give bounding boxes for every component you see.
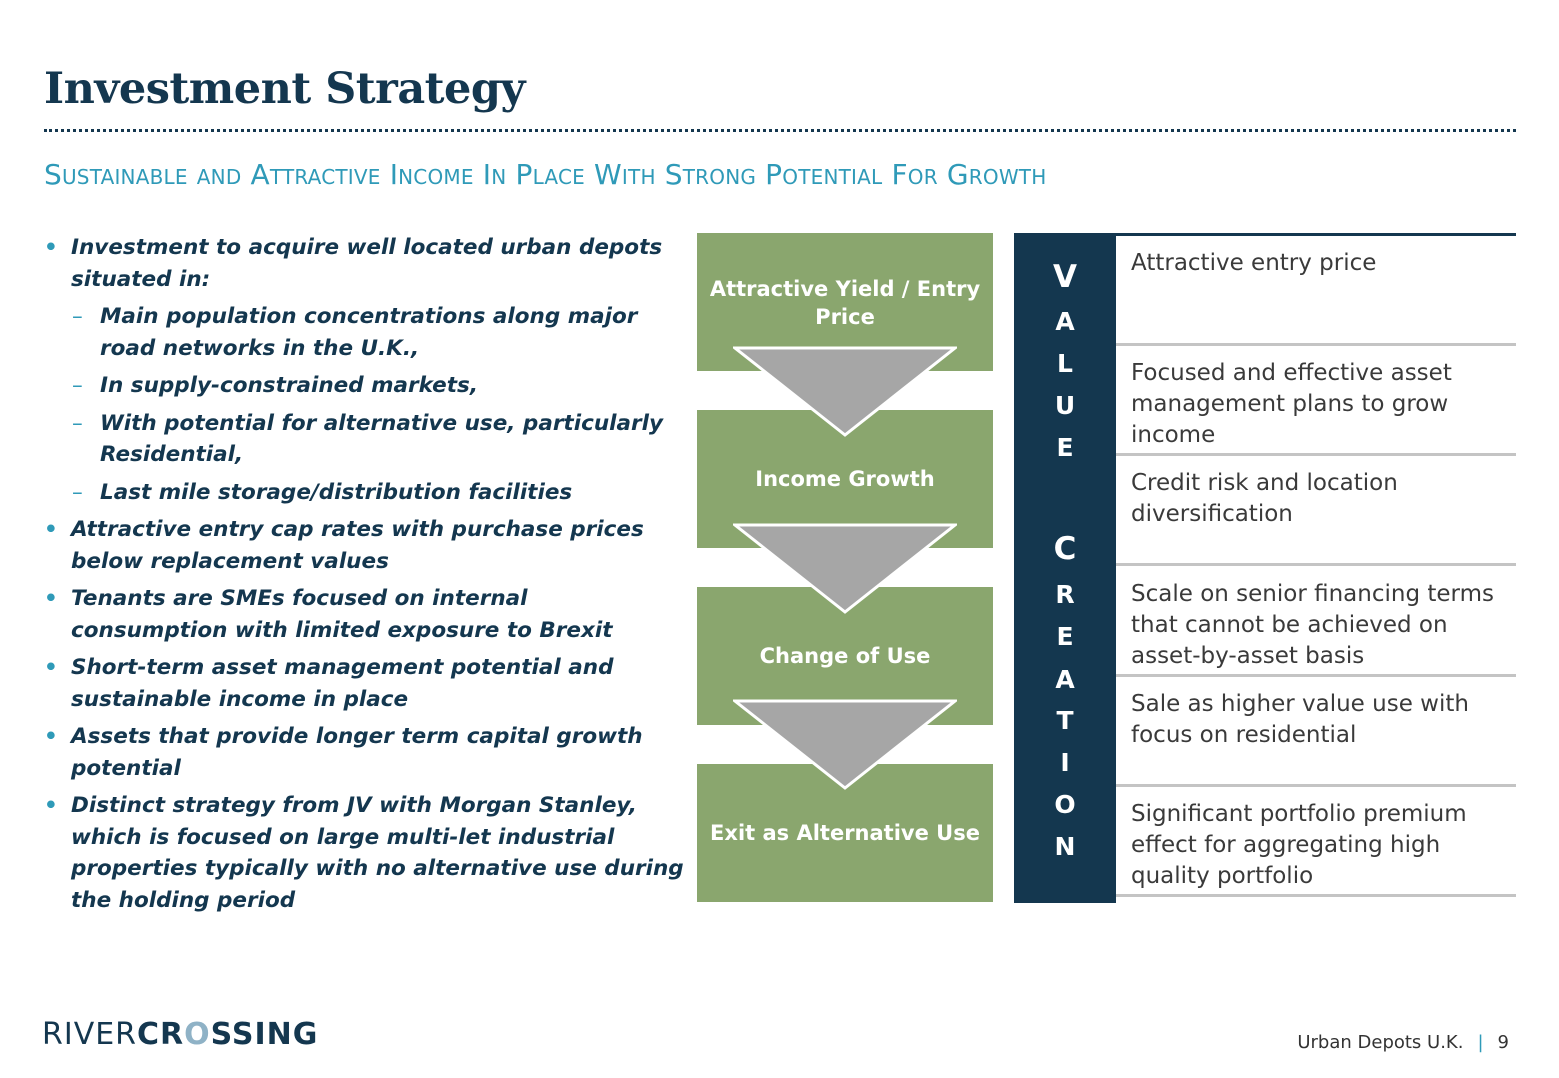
title-divider: [44, 129, 1516, 132]
vertical-letter: A: [1055, 665, 1075, 694]
bullet-item: •Assets that provide longer term capital…: [44, 721, 689, 784]
page-subtitle: Sustainable and Attractive Income In Pla…: [44, 158, 1047, 191]
vertical-letter: I: [1060, 748, 1070, 777]
bullet-item: •Attractive entry cap rates with purchas…: [44, 514, 689, 577]
vertical-letter: E: [1056, 622, 1074, 651]
vertical-letter: O: [1054, 790, 1076, 819]
vertical-letter: L: [1057, 349, 1073, 378]
bullet-item: •Investment to acquire well located urba…: [44, 232, 689, 295]
sub-bullet-item: –Main population concentrations along ma…: [44, 301, 689, 364]
vertical-letter: T: [1056, 706, 1074, 735]
document-name: Urban Depots U.K.: [1297, 1032, 1464, 1053]
value-creation-banner: V A L U E C R E A T I O N: [1014, 233, 1116, 903]
sub-bullet-item: –Last mile storage/distribution faciliti…: [44, 477, 689, 509]
sub-bullet-item: –With potential for alternative use, par…: [44, 408, 689, 471]
bullet-marker: •: [44, 724, 58, 749]
flow-step-exit: Exit as Alternative Use: [697, 764, 993, 902]
vertical-letter: E: [1056, 433, 1074, 462]
bullet-item: •Tenants are SMEs focused on internal co…: [44, 583, 689, 646]
value-item: Attractive entry price: [1116, 236, 1516, 346]
vertical-letter: R: [1055, 580, 1075, 609]
value-item: Credit risk and location diversification: [1116, 456, 1516, 566]
vertical-letter: N: [1054, 832, 1076, 861]
vertical-letter: A: [1055, 307, 1075, 336]
value-item: Scale on senior financing terms that can…: [1116, 567, 1516, 677]
vertical-letter: C: [1053, 531, 1077, 567]
strategy-flow-diagram: Attractive Yield / Entry Price Income Gr…: [697, 233, 993, 903]
sub-bullet-item: –In supply-constrained markets,: [44, 370, 689, 402]
bullet-item: •Short-term asset management potential a…: [44, 652, 689, 715]
value-table-top-rule: [1116, 233, 1516, 236]
value-item: Significant portfolio premium effect for…: [1116, 787, 1516, 897]
page-number: 9: [1497, 1032, 1509, 1053]
dash-marker: –: [72, 304, 83, 329]
footer-separator: |: [1477, 1032, 1484, 1053]
dash-marker: –: [72, 410, 83, 436]
bullet-marker: •: [44, 655, 58, 680]
dash-marker: –: [72, 373, 83, 398]
down-arrow-icon: [733, 346, 957, 437]
vertical-letter: V: [1053, 259, 1077, 295]
page-title: Investment Strategy: [44, 64, 525, 114]
bullet-marker: •: [44, 793, 58, 818]
bullet-marker: •: [44, 235, 58, 260]
bullet-marker: •: [44, 586, 58, 611]
strategy-bullet-list: •Investment to acquire well located urba…: [44, 232, 689, 922]
down-arrow-icon: [733, 699, 957, 790]
down-arrow-icon: [733, 523, 957, 614]
page-footer: Urban Depots U.K. | 9: [1297, 1032, 1509, 1053]
bullet-marker: •: [44, 517, 58, 542]
bullet-item: •Distinct strategy from JV with Morgan S…: [44, 790, 689, 916]
company-logo: RIVERCROSSING: [42, 1017, 319, 1052]
dash-marker: –: [72, 479, 83, 505]
value-item: Focused and effective asset management p…: [1116, 346, 1516, 456]
vertical-letter: U: [1054, 391, 1076, 420]
value-item: Sale as higher value use with focus on r…: [1116, 677, 1516, 787]
